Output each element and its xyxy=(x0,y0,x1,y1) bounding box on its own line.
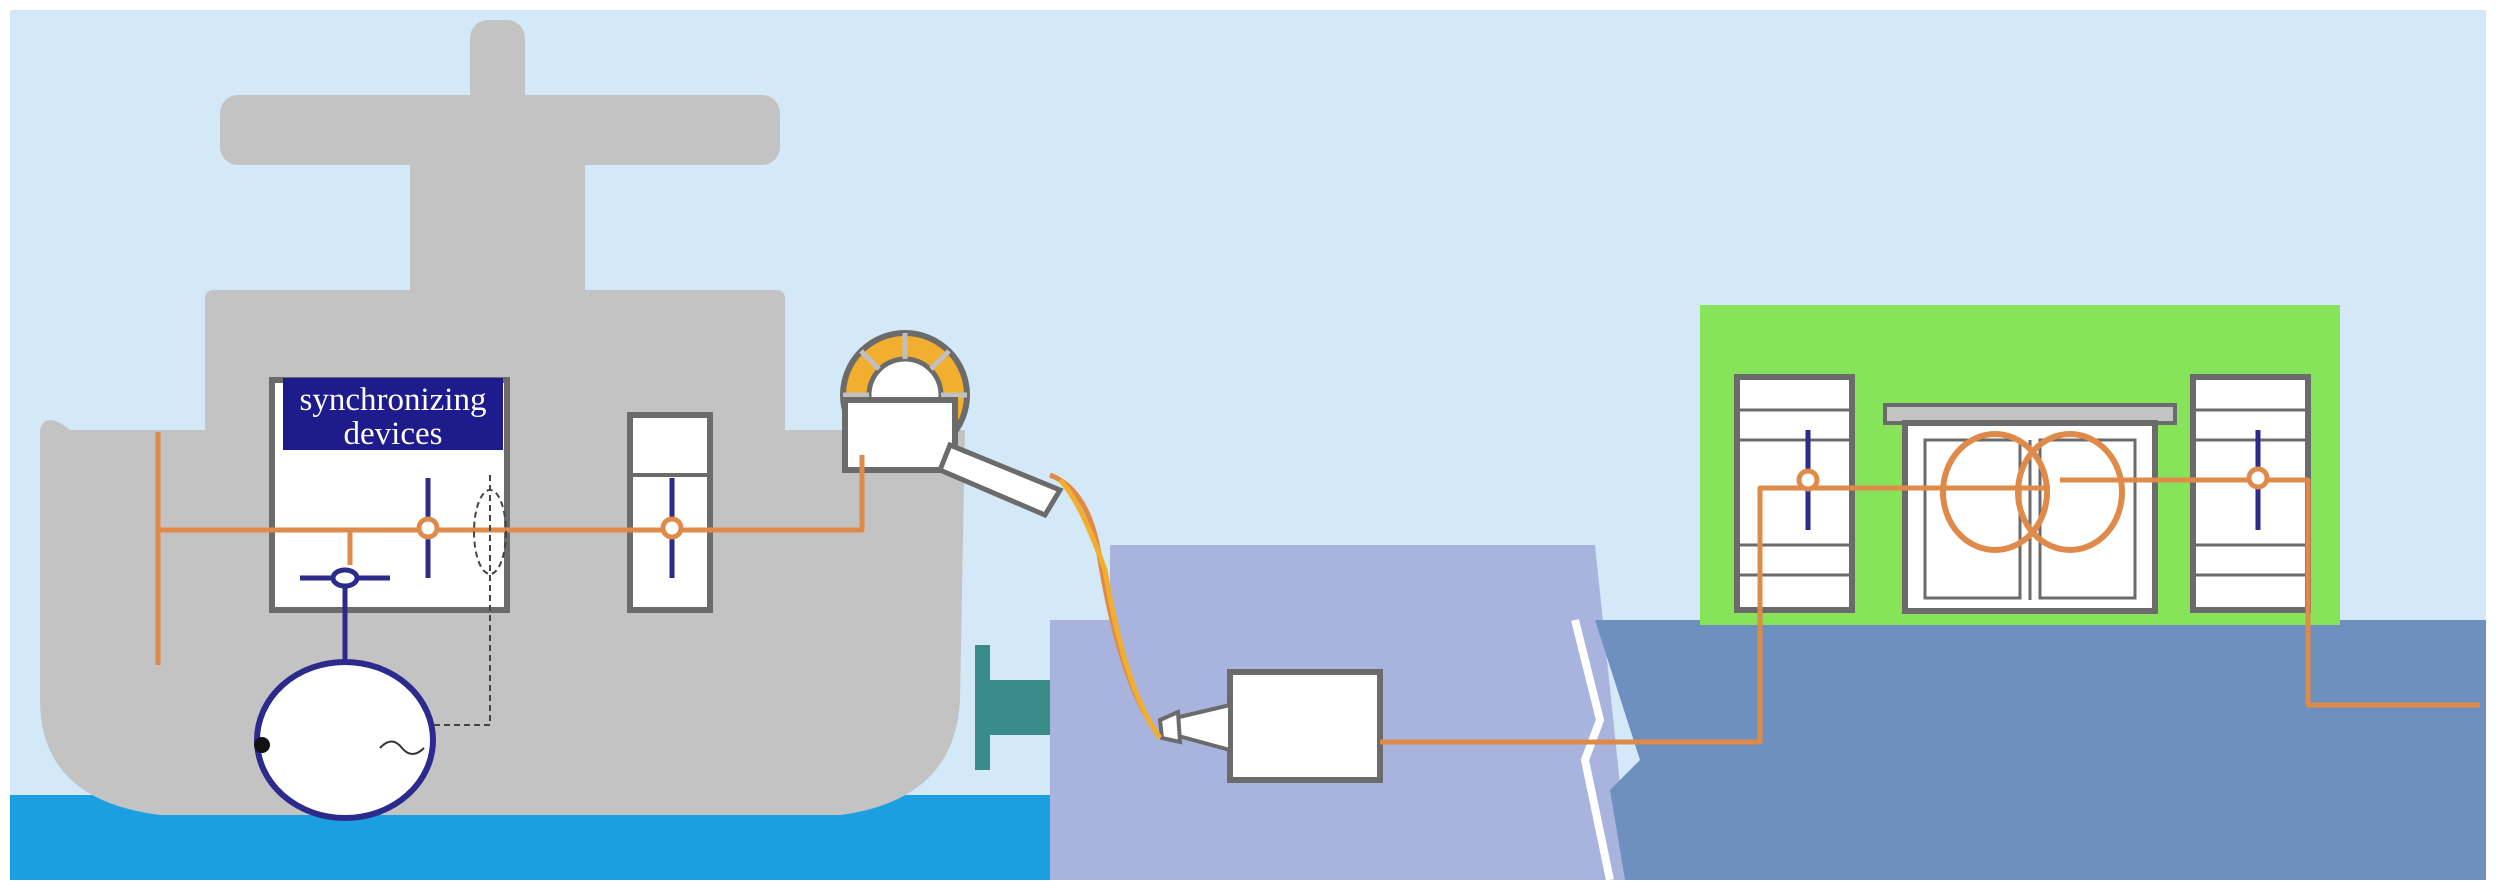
sync-signal-line xyxy=(430,475,507,726)
sync-label-line2: devices xyxy=(344,416,443,452)
sync-devices-label: synchronizing devices xyxy=(283,378,503,452)
sync-label-line1: synchronizing xyxy=(300,382,487,418)
switch-icons xyxy=(300,430,2270,665)
generator-icon xyxy=(254,659,436,821)
transformer-cabinet xyxy=(1883,403,2177,614)
bollard-icon xyxy=(975,645,1050,770)
quay xyxy=(1050,545,2486,881)
substation-left-panel xyxy=(1734,374,1855,613)
shore-connection-box xyxy=(1157,669,1383,783)
substation-right-panel xyxy=(2190,374,2311,613)
power-cable xyxy=(155,432,2480,745)
transformer-coil-icon xyxy=(1940,431,2125,553)
cable-reel-icon xyxy=(840,330,1064,519)
